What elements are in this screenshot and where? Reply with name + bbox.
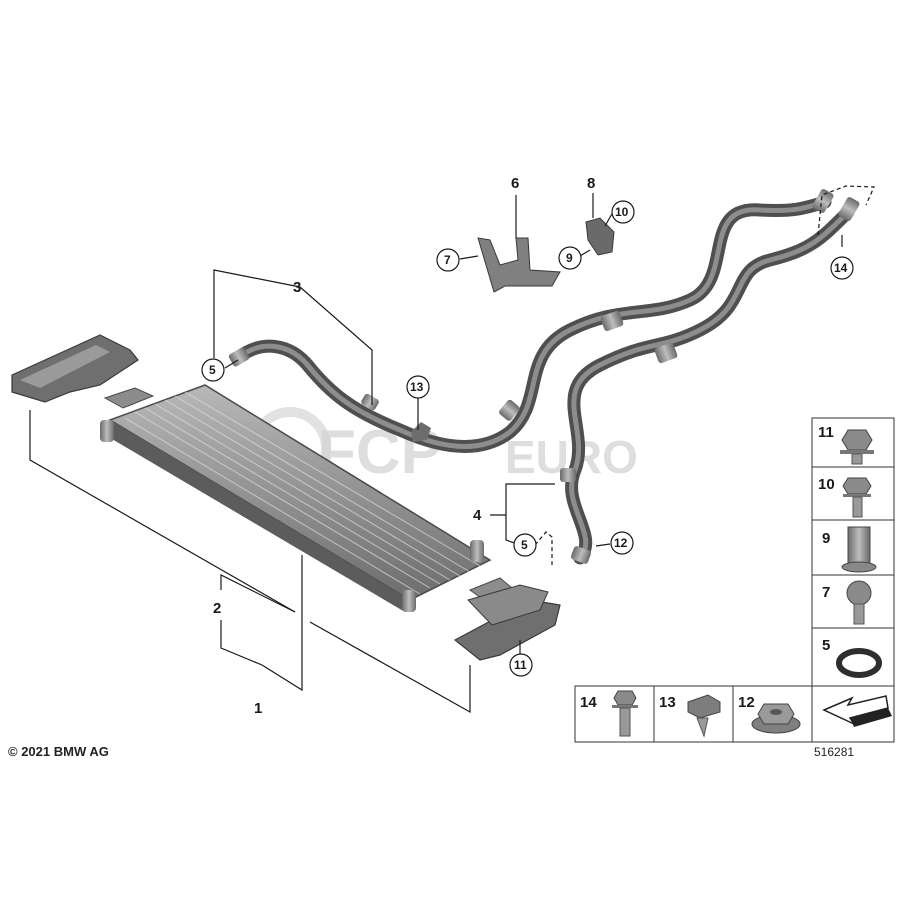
callout-10: 10: [615, 205, 629, 219]
transmission-oil-cooler: [100, 384, 513, 612]
callout-11-circle: [509, 653, 533, 677]
callout-5a-circle: [201, 358, 225, 382]
legend-item-7: 7: [822, 584, 830, 601]
callouts: 3 6 8 2 1 4 5 13 7 9 10 14 5 12 11: [201, 175, 854, 717]
legend-item-12: 12: [738, 694, 755, 711]
callout-5b-circle: [513, 533, 537, 557]
sleeve-9-icon: [841, 526, 877, 573]
screw-14-icon: [612, 690, 638, 737]
callout-6: 6: [511, 175, 519, 192]
legend-item-5: 5: [822, 637, 830, 654]
callout-1: 1: [254, 700, 262, 717]
nut-13-icon: [687, 694, 721, 738]
callout-13-circle: [406, 375, 430, 399]
oil-cooler-hoses: [228, 189, 860, 565]
callout-10-circle: [611, 200, 635, 224]
callout-12: 12: [614, 536, 628, 550]
callout-4: 4: [473, 507, 482, 524]
hose-clip: [585, 217, 615, 256]
callout-5a: 5: [209, 363, 216, 377]
callout-9-circle: [558, 246, 582, 270]
legend-item-11: 11: [818, 424, 834, 441]
callout-7: 7: [444, 253, 451, 267]
bolt-11-icon: [840, 429, 874, 465]
callout-5b: 5: [521, 538, 528, 552]
callout-3: 3: [293, 279, 301, 296]
bolt-10-icon: [842, 477, 872, 518]
o-ring-5-icon: [836, 648, 882, 678]
callout-9: 9: [566, 251, 573, 265]
copyright-text: © 2021 BMW AG: [8, 744, 109, 759]
legend-item-14: 14: [580, 694, 597, 711]
hose-bracket: [477, 237, 561, 293]
callout-14: 14: [834, 261, 848, 275]
bracket-left: [11, 334, 139, 403]
legend-item-10: 10: [818, 476, 835, 493]
callout-7-circle: [436, 248, 460, 272]
direction-arrow-icon: [822, 695, 892, 727]
bracket-right: [453, 584, 561, 661]
callout-11: 11: [514, 658, 527, 672]
nut-12-icon: [751, 703, 801, 734]
legend-item-13: 13: [659, 694, 676, 711]
callout-12-circle: [610, 531, 634, 555]
callout-14-circle: [830, 256, 854, 280]
callout-2: 2: [213, 600, 221, 617]
diagram-number: 516281: [814, 745, 855, 759]
parts-legend: 11 10 9 7 5 14 13 12: [574, 417, 895, 743]
legend-item-9: 9: [822, 530, 830, 547]
leader-lines: [29, 185, 875, 714]
screw-7-icon: [846, 580, 872, 625]
callout-13: 13: [410, 380, 424, 394]
callout-8: 8: [587, 175, 595, 192]
